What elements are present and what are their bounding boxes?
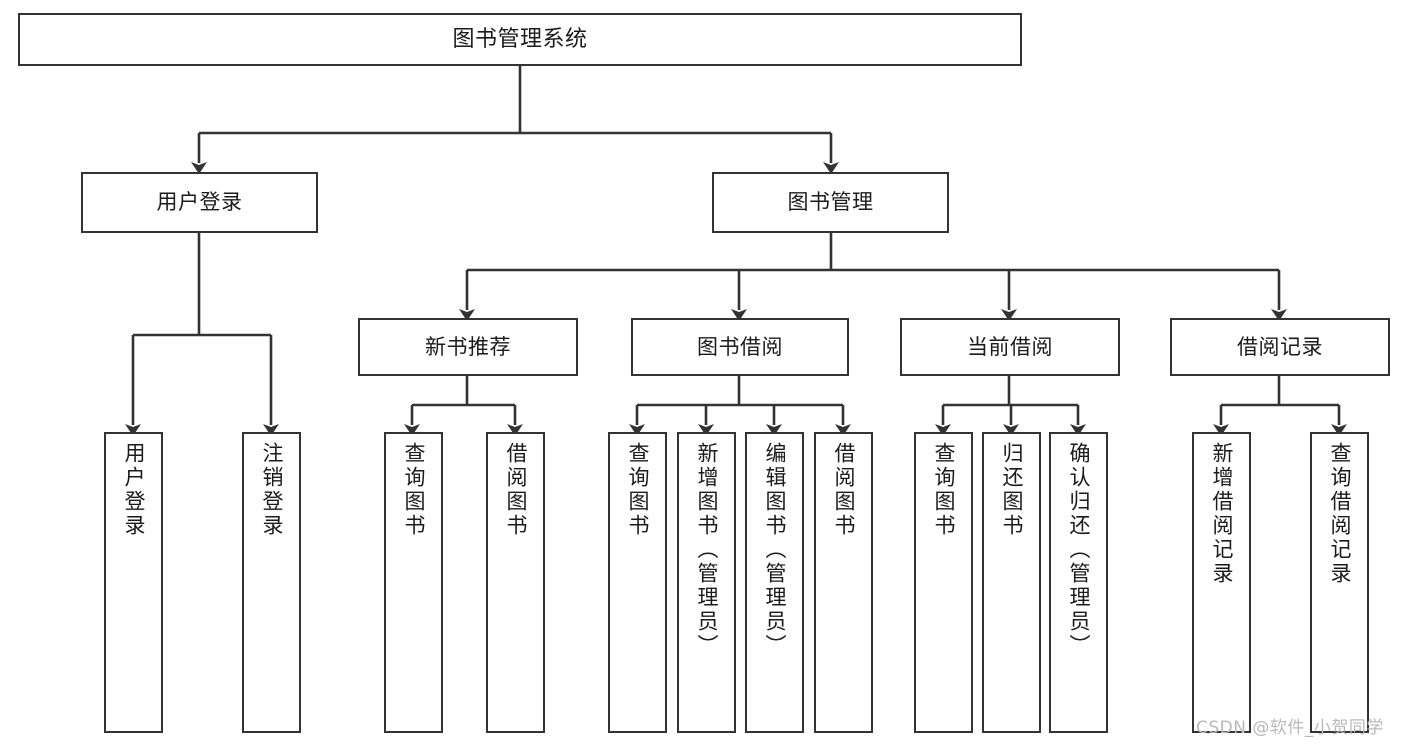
leaf-user-login-login[interactable]: 用户登录 bbox=[104, 432, 163, 733]
node-label: 新书推荐 bbox=[425, 334, 511, 359]
node-label: 归还图书 bbox=[1000, 442, 1024, 538]
node-label: 图书管理 bbox=[787, 190, 874, 215]
node-label: 查询图书 bbox=[402, 442, 426, 538]
node-user-login[interactable]: 用户登录 bbox=[81, 172, 318, 233]
node-current-borrow[interactable]: 当前借阅 bbox=[900, 318, 1120, 376]
node-label: 当前借阅 bbox=[967, 334, 1053, 359]
node-label: 新增图书（管理员） bbox=[695, 442, 719, 658]
node-label: 用户登录 bbox=[122, 442, 146, 538]
leaf-borrow-record-query[interactable]: 查询借阅记录 bbox=[1310, 432, 1369, 733]
leaf-current-borrow-query[interactable]: 查询图书 bbox=[914, 432, 973, 733]
node-label: 新增借阅记录 bbox=[1210, 442, 1234, 586]
leaf-book-borrow-edit[interactable]: 编辑图书（管理员） bbox=[745, 432, 804, 733]
leaf-new-book-query[interactable]: 查询图书 bbox=[384, 432, 443, 733]
node-book-borrow[interactable]: 图书借阅 bbox=[631, 318, 849, 376]
node-label: 编辑图书（管理员） bbox=[763, 442, 787, 658]
node-book-management[interactable]: 图书管理 bbox=[712, 172, 949, 233]
node-label: 查询图书 bbox=[626, 442, 650, 538]
leaf-book-borrow-add[interactable]: 新增图书（管理员） bbox=[677, 432, 736, 733]
node-label: 图书管理系统 bbox=[452, 26, 588, 52]
node-borrow-record[interactable]: 借阅记录 bbox=[1170, 318, 1390, 376]
leaf-current-borrow-confirm-return[interactable]: 确认归还（管理员） bbox=[1049, 432, 1108, 733]
node-label: 确认归还（管理员） bbox=[1067, 442, 1091, 658]
leaf-borrow-record-add[interactable]: 新增借阅记录 bbox=[1192, 432, 1251, 733]
node-label: 借阅图书 bbox=[832, 442, 856, 538]
watermark-text: CSDN @软件_小贺同学 bbox=[1196, 718, 1384, 738]
node-new-book-recommend[interactable]: 新书推荐 bbox=[358, 318, 578, 376]
node-label: 查询借阅记录 bbox=[1328, 442, 1352, 586]
node-label: 借阅图书 bbox=[504, 442, 528, 538]
node-label: 查询图书 bbox=[932, 442, 956, 538]
node-root-book-management-system[interactable]: 图书管理系统 bbox=[18, 13, 1022, 66]
leaf-current-borrow-return[interactable]: 归还图书 bbox=[982, 432, 1041, 733]
node-label: 用户登录 bbox=[156, 190, 243, 215]
node-label: 借阅记录 bbox=[1237, 334, 1323, 359]
node-label: 图书借阅 bbox=[697, 334, 783, 359]
leaf-book-borrow-borrow[interactable]: 借阅图书 bbox=[814, 432, 873, 733]
leaf-new-book-borrow[interactable]: 借阅图书 bbox=[486, 432, 545, 733]
leaf-user-login-logout[interactable]: 注销登录 bbox=[242, 432, 301, 733]
node-label: 注销登录 bbox=[260, 442, 284, 538]
leaf-book-borrow-query[interactable]: 查询图书 bbox=[608, 432, 667, 733]
